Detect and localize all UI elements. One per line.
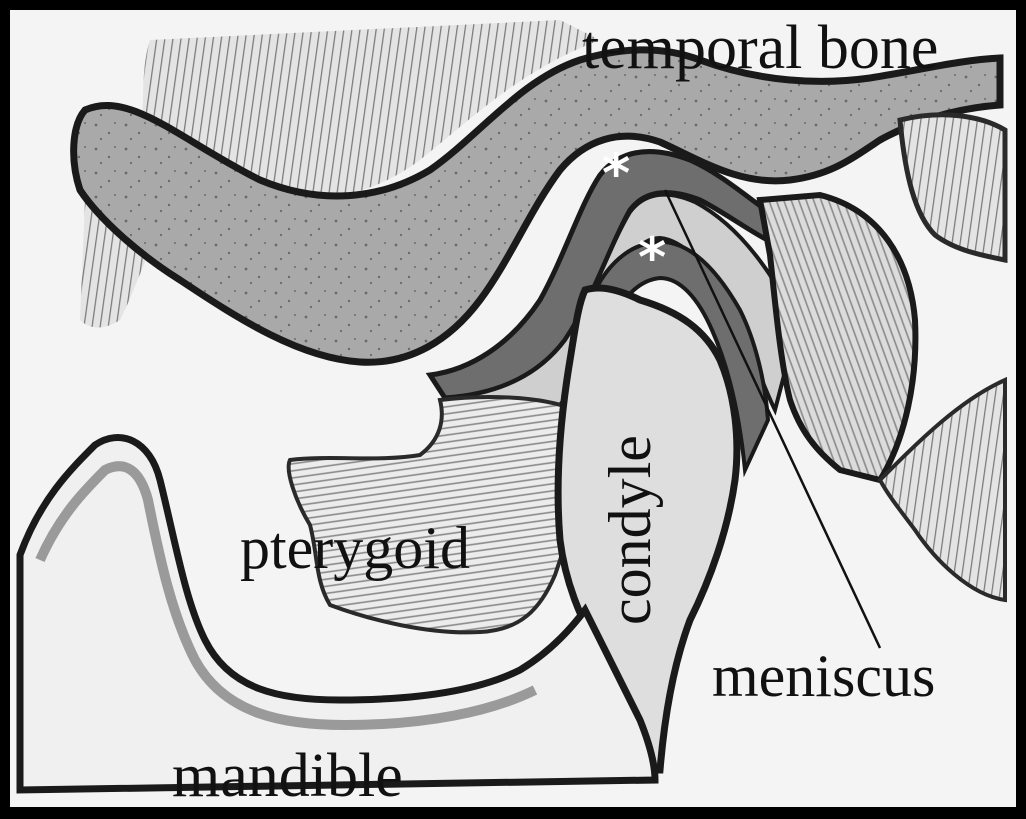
upper-asterisk-marker: * xyxy=(602,142,630,205)
lower-asterisk-marker: * xyxy=(638,226,666,289)
label-pterygoid: pterygoid xyxy=(240,515,470,581)
label-mandible: mandible xyxy=(172,742,403,810)
label-meniscus: meniscus xyxy=(712,643,935,709)
label-condyle: condyle xyxy=(597,435,663,625)
label-temporal-bone: temporal bone xyxy=(582,14,938,82)
